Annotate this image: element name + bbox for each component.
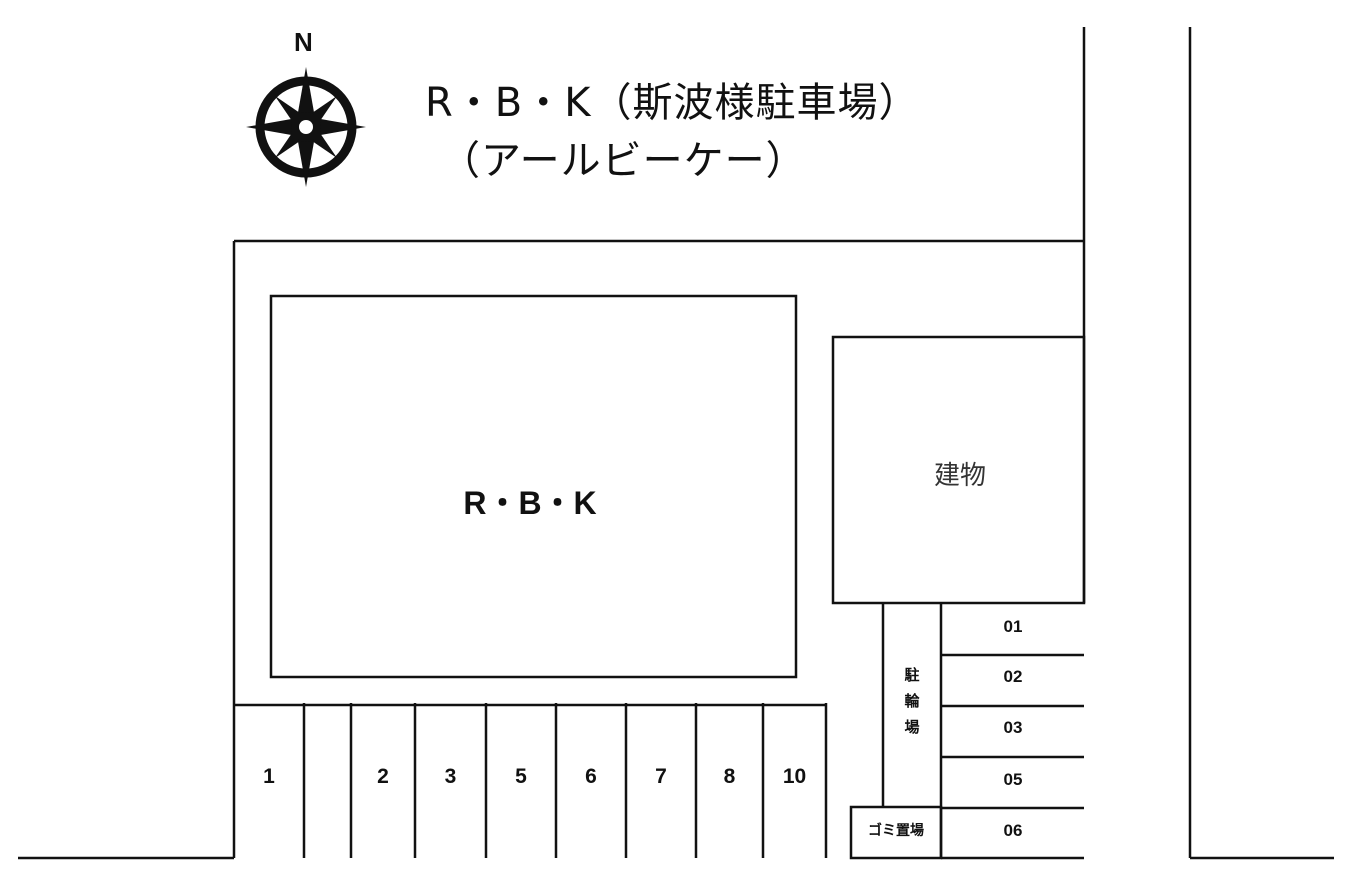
parking-space-05: 05 — [1003, 770, 1023, 789]
compass-rose-icon — [246, 67, 366, 187]
map-subtitle: （アールビーケー） — [440, 138, 807, 184]
main-lot-label: R・B・K — [463, 485, 597, 521]
parking-space-02: 02 — [1003, 667, 1023, 686]
building-rect — [831, 335, 1086, 605]
garbage-area-label: ゴミ置場 — [868, 823, 924, 839]
garbage-area-rect — [849, 805, 943, 860]
bicycle-parking-label: 駐 輪 場 — [904, 666, 920, 736]
parking-space-3: 3 — [444, 765, 457, 788]
parking-space-6: 6 — [585, 765, 597, 788]
parking-space-5: 5 — [515, 765, 527, 788]
parking-space-03: 03 — [1003, 718, 1023, 737]
parking-space-10: 10 — [782, 765, 807, 788]
parking-space-2: 2 — [377, 765, 389, 788]
map-title: R・B・K（斯波様駐車場） — [425, 80, 920, 126]
parking-space-1: 1 — [263, 765, 275, 788]
building-label: 建物 — [933, 461, 986, 491]
parking-space-06: 06 — [1003, 821, 1023, 840]
parking-space-8: 8 — [723, 765, 736, 788]
north-label: N — [294, 27, 313, 57]
main-lot-rect — [269, 294, 798, 679]
parking-space-01: 01 — [1003, 617, 1023, 636]
parking-space-7: 7 — [655, 765, 667, 788]
